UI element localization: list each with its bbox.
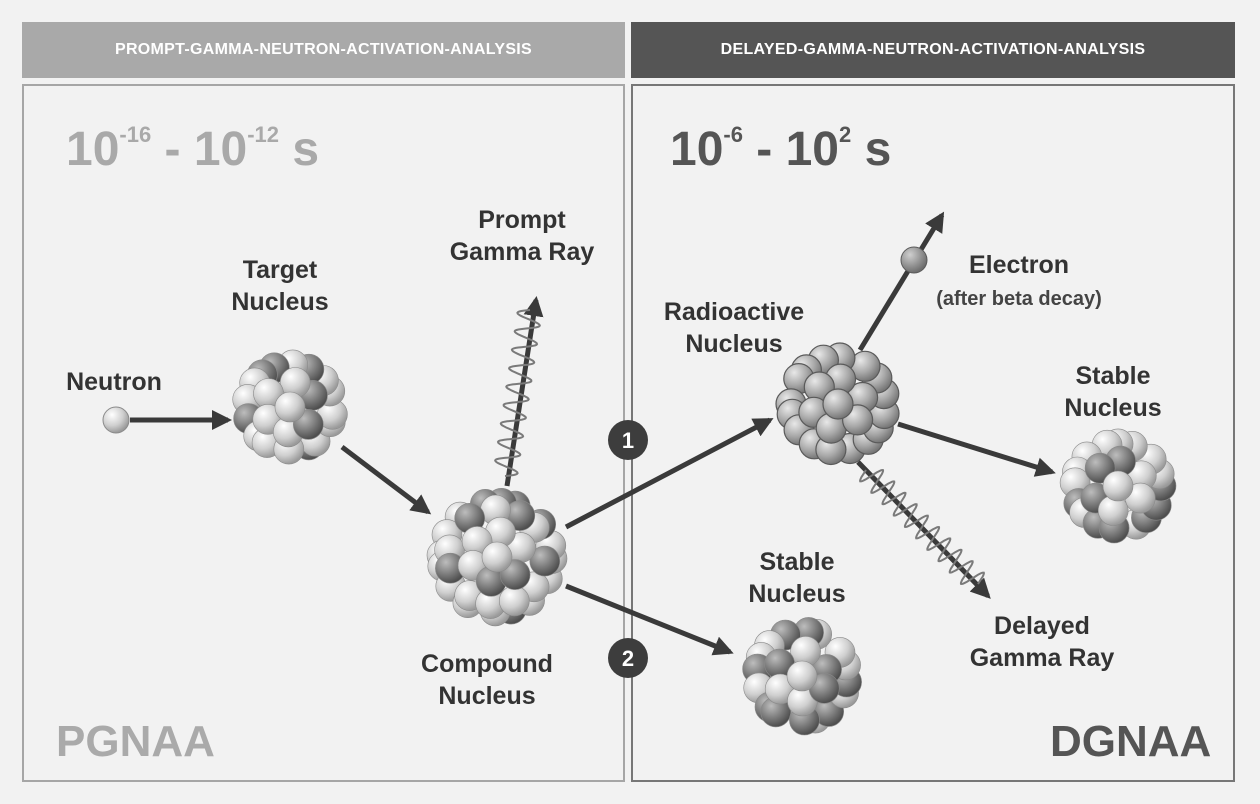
radioactive-to-stable-arrow [897, 421, 1056, 477]
radioactive-nucleus [775, 342, 900, 466]
pgnaa-timescale: 10-16 - 10-12 s [66, 122, 320, 176]
prompt-gamma-wave [494, 309, 541, 477]
compound-to-stable-arrow [565, 583, 734, 656]
neutron-particle [102, 406, 130, 434]
nucleon [1102, 470, 1134, 502]
stable-nucleus-upper [1059, 428, 1177, 544]
svg-text:1: 1 [622, 428, 634, 453]
pgnaa-label: PGNAA [56, 717, 215, 766]
target-to-compound-arrow [340, 445, 432, 515]
delayed-gamma-wave [859, 468, 985, 586]
compound-to-radioactive-arrow [564, 417, 774, 530]
nucleon [481, 541, 513, 573]
dgnaa-timescale: 10-6 - 102 s [670, 122, 892, 176]
target-nucleus [232, 349, 348, 465]
step-marker-1: 1 [608, 420, 648, 460]
nucleon [274, 391, 306, 423]
nucleon [822, 388, 854, 420]
electron-particle [900, 246, 928, 274]
electron-note-label: (after beta decay) [936, 288, 1102, 310]
step-marker-2: 2 [608, 638, 648, 678]
compound-nucleus [426, 487, 568, 627]
prompt-gamma-arrow [504, 296, 544, 487]
stable-nucleus-lower [742, 617, 862, 736]
svg-text:2: 2 [622, 646, 634, 671]
dgnaa-label: DGNAA [1050, 717, 1212, 766]
nucleon [529, 545, 561, 577]
electron-label: Electron [968, 251, 1070, 279]
prompt-gamma-header: PROMPT-GAMMA-NEUTRON-ACTIVATION-ANALYSIS [22, 22, 625, 78]
neutron-label: Neutron [66, 368, 162, 396]
delayed-gamma-header: DELAYED-GAMMA-NEUTRON-ACTIVATION-ANALYSI… [631, 22, 1235, 78]
nucleon [786, 660, 818, 692]
nucleon [498, 585, 530, 617]
electron-arrow [857, 211, 945, 352]
